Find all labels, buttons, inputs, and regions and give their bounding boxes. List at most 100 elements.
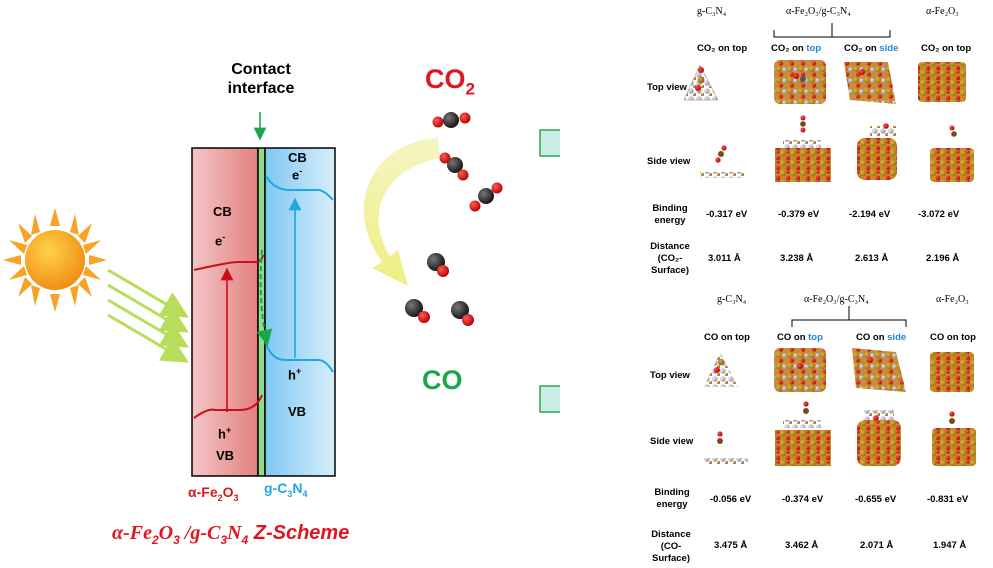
gc3n4-label: g-C3N4 (264, 480, 307, 499)
col-header: g-C₃N₄ (697, 6, 727, 17)
pre: CO₂ on top (921, 43, 972, 54)
distance-value: 2.071 Å (860, 540, 894, 551)
row-label: Side view (650, 436, 694, 447)
pre: CO₂ on (844, 43, 880, 54)
co2-text: CO (425, 64, 466, 94)
o: O (222, 484, 234, 500)
sub: 3 (220, 533, 228, 547)
result-arrow-co2 (539, 129, 560, 157)
distance-value: 3.462 Å (785, 540, 819, 551)
t2: O (158, 522, 174, 544)
t3: /g-C (179, 522, 221, 544)
sub: 2 (217, 492, 223, 503)
row-label: Top view (647, 82, 687, 93)
gc3n4-cb-edge (265, 175, 334, 201)
h-sup: + (295, 366, 302, 376)
sub-header: CO on top (704, 332, 750, 343)
binding-value: -0.374 eV (782, 494, 824, 505)
distance-value: 3.475 Å (714, 540, 748, 551)
col-header: α-Fe₂O₃ (926, 6, 959, 17)
gc3n4-vb-edge (263, 337, 334, 373)
pre: CO on top (930, 332, 976, 343)
row-label: Side view (647, 156, 691, 167)
z-scheme-recombination-arrow (256, 249, 273, 346)
e-text: e (215, 233, 223, 249)
sub-header: CO₂ on top (921, 43, 971, 54)
gc3n4-band-box (264, 147, 336, 477)
col-header: α-Fe₂O₃/g-C₃N₄ (786, 6, 851, 17)
sub: 3 (173, 533, 180, 547)
fe2o3-cb-label: CB (213, 204, 232, 219)
co2-adsorption-table: g-C₃N₄ α-Fe₂O₃/g-C₃N₄ α-Fe₂O₃ CO₂ on top… (600, 0, 993, 290)
co-molecule (427, 253, 449, 277)
pre: CO on top (704, 332, 750, 343)
sun-icon (3, 208, 107, 312)
binding-value: -0.379 eV (778, 209, 820, 220)
sub-header: CO₂ on top (771, 43, 821, 54)
e-sup: - (299, 166, 303, 176)
z-scheme-diagram (3, 112, 560, 477)
distance-value: 3.238 Å (780, 253, 814, 264)
distance-value: 1.947 Å (933, 540, 967, 551)
sub-header: CO on top (777, 332, 823, 343)
reaction-curve-arrow (363, 138, 440, 286)
sub-header: CO₂ on top (697, 43, 747, 54)
col-header: α-Fe₂O₃ (936, 294, 969, 305)
fe2o3-vb-label: VB (216, 448, 235, 463)
result-arrow-co (539, 385, 560, 413)
sub: 2 (465, 79, 475, 99)
sub: 4 (302, 488, 308, 499)
gc: g-C (264, 480, 288, 496)
co-adsorption-table: g-C₃N₄ α-Fe₂O₃/g-C₃N₄ α-Fe₂O₃ CO on top … (600, 290, 993, 568)
co-molecule (451, 301, 474, 326)
row-label: Binding energy (654, 487, 690, 510)
row-label: Top view (650, 370, 690, 381)
binding-value: -0.655 eV (855, 494, 897, 505)
t5: Z-Scheme (248, 522, 350, 544)
pre: CO on (856, 332, 888, 343)
t4: N (227, 522, 242, 544)
fe2o3-e-label: e- (215, 232, 225, 248)
n: N (292, 480, 303, 496)
pre: CO on (777, 332, 809, 343)
row-label: Distance (CO-Surface) (651, 529, 691, 564)
light-rays (107, 268, 189, 363)
contact-interface-label: Contact interface (227, 61, 295, 97)
co2-label: CO2 (425, 64, 475, 99)
sub: 3 (233, 492, 239, 503)
distance-value: 2.196 Å (926, 253, 960, 264)
co-molecule (405, 299, 430, 323)
binding-value: -0.831 eV (927, 494, 969, 505)
fe2o3-band-box (191, 147, 259, 477)
gc3n4-h-label: h+ (288, 366, 301, 382)
h-text: h (218, 426, 226, 442)
gc3n4-vb-label: VB (288, 404, 307, 419)
pre: CO₂ on (771, 43, 807, 54)
row-label: Binding energy (652, 203, 688, 226)
col-header: α-Fe₂O₃/g-C₃N₄ (804, 294, 869, 305)
co2-molecule (469, 182, 503, 212)
fe2o3-h-label: h+ (218, 425, 231, 441)
sub: 2 (151, 533, 159, 547)
hl: top (808, 332, 823, 343)
hl: side (879, 43, 899, 54)
sub-header: CO₂ on side (844, 43, 898, 54)
hl: side (887, 332, 907, 343)
hl: top (806, 43, 822, 54)
fe: -Fe (196, 484, 218, 500)
gc3n4-cb-label: CB (288, 150, 307, 165)
co2-molecule (439, 152, 469, 181)
e-sup: - (222, 232, 226, 242)
binding-value: -2.194 eV (849, 209, 891, 220)
e-text: e (292, 167, 300, 183)
distance-value: 3.011 Å (708, 253, 741, 264)
binding-value: -0.317 eV (706, 209, 748, 220)
alpha: α (188, 484, 197, 500)
row-label: Distance (CO₂-Surface) (650, 241, 690, 276)
binding-value: -3.072 eV (918, 209, 960, 220)
structures-art (683, 23, 976, 466)
col-header: g-C₃N₄ (717, 294, 747, 305)
t1: α-Fe (112, 522, 152, 544)
pre: CO₂ on top (697, 43, 748, 54)
interface-strip (257, 147, 266, 477)
